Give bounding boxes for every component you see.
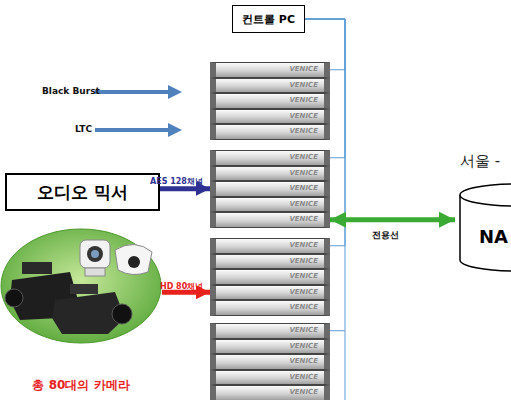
nas-cylinder: 서울 - NA (455, 150, 511, 280)
signal-name: LTC (75, 124, 92, 134)
server-unit: VENICE (210, 212, 330, 228)
brand-logo: VENICE (289, 169, 318, 178)
signal-arrow (160, 186, 210, 191)
brand-logo: VENICE (289, 153, 318, 162)
brand-logo: VENICE (289, 272, 318, 281)
server-unit: VENICE (210, 181, 330, 197)
brand-logo: VENICE (289, 215, 318, 224)
server-unit: VENICE (210, 323, 330, 339)
ellipse-outline (0, 228, 162, 348)
server-unit: VENICE (210, 62, 330, 78)
control-pc-box: 컨트롤 PC (232, 5, 305, 33)
signal-arrow (95, 85, 182, 99)
server-unit: VENICE (210, 300, 330, 316)
signal-arrow (330, 217, 455, 222)
camera-group-ellipse: 총 80대의 카메라 (0, 228, 162, 398)
brand-logo: VENICE (289, 112, 318, 121)
server-unit: VENICE (210, 197, 330, 213)
brand-logo: VENICE (289, 388, 318, 397)
signal-arrow (95, 123, 182, 137)
node-label: 오디오 믹서 (37, 181, 128, 204)
brand-logo: VENICE (289, 357, 318, 366)
server-unit: VENICE (210, 285, 330, 301)
server-unit: VENICE (210, 124, 330, 140)
server-unit: VENICE (210, 166, 330, 182)
brand-logo: VENICE (289, 326, 318, 335)
brand-logo: VENICE (289, 288, 318, 297)
node-label: NA (479, 226, 508, 247)
brand-logo: VENICE (289, 303, 318, 312)
node-label: 서울 - (460, 152, 500, 171)
server-unit: VENICE (210, 385, 330, 400)
brand-logo: VENICE (289, 342, 318, 351)
server-unit: VENICE (210, 354, 330, 370)
brand-logo: VENICE (289, 200, 318, 209)
audio-mixer-box: 오디오 믹서 (5, 173, 160, 211)
node-label: 총 80대의 카메라 (0, 377, 162, 394)
edge-label: AES 128채널 (150, 176, 203, 187)
brand-logo: VENICE (289, 373, 318, 382)
node-label: 컨트롤 PC (242, 12, 295, 27)
server-unit: VENICE (210, 370, 330, 386)
server-unit: VENICE (210, 78, 330, 94)
brand-logo: VENICE (289, 127, 318, 136)
server-unit: VENICE (210, 339, 330, 355)
server-unit: VENICE (210, 109, 330, 125)
brand-logo: VENICE (289, 96, 318, 105)
brand-logo: VENICE (289, 184, 318, 193)
server-unit: VENICE (210, 238, 330, 254)
server-unit: VENICE (210, 254, 330, 270)
server-unit: VENICE (210, 150, 330, 166)
signal-name: Black Burst (42, 86, 100, 96)
brand-logo: VENICE (289, 81, 318, 90)
server-unit: VENICE (210, 269, 330, 285)
brand-logo: VENICE (289, 65, 318, 74)
brand-logo: VENICE (289, 257, 318, 266)
edge-label: 전용선 (372, 229, 399, 242)
edge-label: HD 80채널 (160, 281, 203, 292)
server-unit: VENICE (210, 93, 330, 109)
brand-logo: VENICE (289, 241, 318, 250)
bus-line (345, 331, 346, 400)
